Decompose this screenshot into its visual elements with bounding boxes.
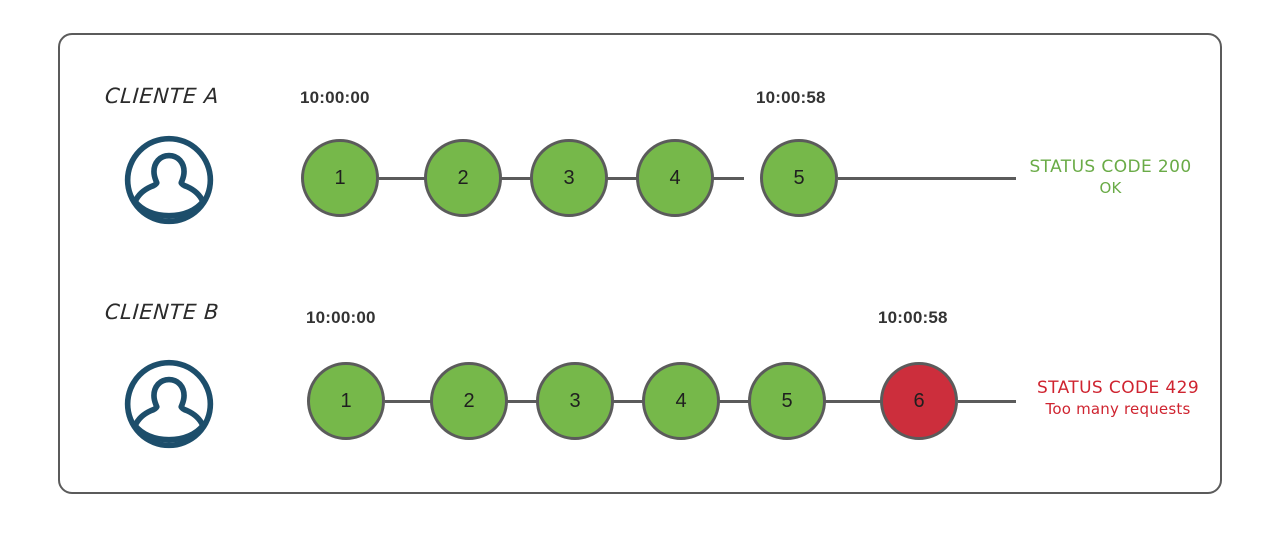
connector-b-4-5 — [703, 400, 750, 403]
diagram-frame — [58, 33, 1222, 494]
connector-a-4-5 — [697, 177, 744, 180]
request-node-number: 3 — [563, 166, 575, 189]
request-node-number: 6 — [913, 389, 925, 412]
connector-a-1-2 — [379, 177, 426, 180]
timestamp-start-a: 10:00:00 — [300, 88, 370, 107]
connector-b-2-3 — [491, 400, 538, 403]
request-node-number: 5 — [793, 166, 805, 189]
request-node-number: 5 — [781, 389, 793, 412]
connector-a-3-4 — [591, 177, 638, 180]
timestamp-end-a: 10:00:58 — [756, 88, 826, 107]
request-node-number: 1 — [334, 166, 346, 189]
request-node[interactable]: 1 — [307, 362, 385, 440]
request-node[interactable]: 1 — [301, 139, 379, 217]
request-node[interactable]: 3 — [536, 362, 614, 440]
client-label-b: CLIENTE B — [104, 300, 220, 324]
status-code-a: STATUS CODE 200 — [1029, 157, 1192, 177]
status-code-b: STATUS CODE 429 — [1036, 378, 1200, 398]
status-badge-b: STATUS CODE 429 Too many requests — [1023, 378, 1213, 418]
timestamp-end-b: 10:00:58 — [878, 308, 948, 327]
request-node-number: 4 — [675, 389, 687, 412]
request-node[interactable]: 3 — [530, 139, 608, 217]
connector-b-1-2 — [385, 400, 432, 403]
request-node[interactable]: 4 — [642, 362, 720, 440]
status-message-b: Too many requests — [1045, 400, 1191, 418]
connector-b-tail — [958, 400, 1016, 403]
status-message-a: OK — [1099, 179, 1122, 197]
user-avatar-icon — [122, 133, 216, 227]
connector-b-5-6 — [809, 400, 882, 403]
request-node-number: 1 — [340, 389, 352, 412]
timestamp-start-b: 10:00:00 — [306, 308, 376, 327]
request-node-number: 3 — [569, 389, 581, 412]
request-node-number: 2 — [457, 166, 469, 189]
request-node-number: 4 — [669, 166, 681, 189]
connector-b-3-4 — [597, 400, 644, 403]
request-node[interactable]: 2 — [430, 362, 508, 440]
client-label-a: CLIENTE A — [104, 84, 220, 108]
connector-a-tail — [838, 177, 1016, 180]
request-node-rejected[interactable]: 6 — [880, 362, 958, 440]
status-badge-a: STATUS CODE 200 OK — [1023, 157, 1198, 197]
user-avatar-icon — [122, 357, 216, 451]
request-node-number: 2 — [463, 389, 475, 412]
request-node[interactable]: 4 — [636, 139, 714, 217]
connector-a-2-3 — [485, 177, 532, 180]
request-node[interactable]: 5 — [748, 362, 826, 440]
request-node[interactable]: 2 — [424, 139, 502, 217]
request-node[interactable]: 5 — [760, 139, 838, 217]
